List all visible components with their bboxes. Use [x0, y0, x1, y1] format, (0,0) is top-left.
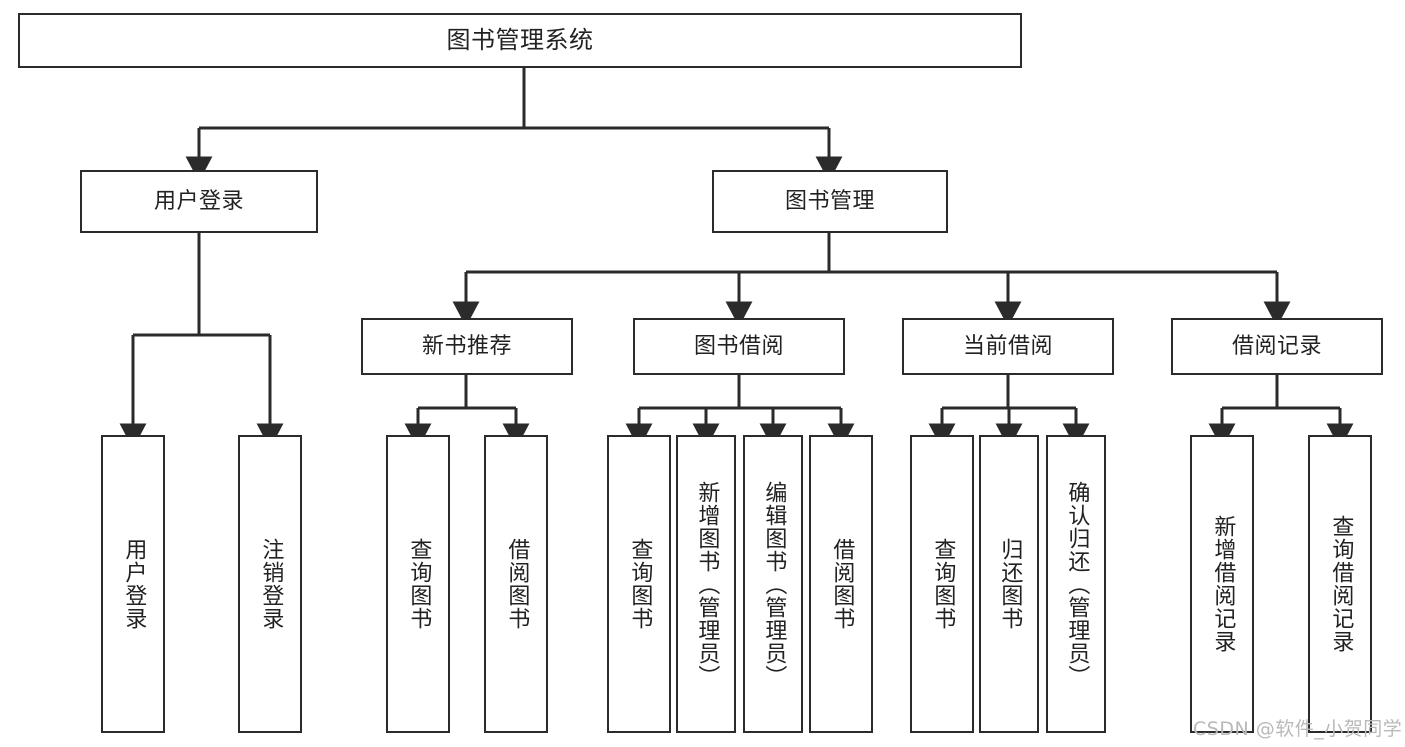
- node-label: 查询图书: [406, 538, 432, 630]
- node-label: 注销登录: [258, 538, 284, 630]
- node-leaf-return-books[interactable]: 归还图书: [979, 435, 1039, 733]
- node-label: 新增借阅记录: [1210, 515, 1236, 653]
- node-label: 新书推荐: [421, 333, 512, 359]
- node-user-login[interactable]: 用户登录: [80, 170, 318, 233]
- node-book-management[interactable]: 图书管理: [712, 170, 948, 233]
- node-label: 借阅记录: [1231, 333, 1322, 359]
- node-label: 编辑图书（管理员）: [761, 480, 787, 688]
- node-root-system[interactable]: 图书管理系统: [18, 13, 1022, 68]
- node-label: 借阅图书: [504, 538, 530, 630]
- node-leaf-add-book-admin[interactable]: 新增图书（管理员）: [676, 435, 736, 733]
- node-label: 查询图书: [627, 538, 653, 630]
- node-label: 图书管理: [784, 188, 875, 214]
- node-leaf-edit-book-admin[interactable]: 编辑图书（管理员）: [743, 435, 803, 733]
- edges-newbook-to-leaves: [404, 375, 530, 449]
- node-label: 图书管理系统: [446, 26, 594, 55]
- node-leaf-add-borrow-record[interactable]: 新增借阅记录: [1190, 435, 1254, 733]
- node-current-borrow[interactable]: 当前借阅: [902, 318, 1114, 375]
- node-leaf-user-login[interactable]: 用户登录: [101, 435, 165, 733]
- node-leaf-query-books-2[interactable]: 查询图书: [607, 435, 671, 733]
- node-leaf-query-books-3[interactable]: 查询图书: [910, 435, 974, 733]
- node-label: 用户登录: [153, 188, 244, 214]
- node-leaf-borrow-books-1[interactable]: 借阅图书: [484, 435, 548, 733]
- node-leaf-query-books-1[interactable]: 查询图书: [386, 435, 450, 733]
- node-leaf-logout[interactable]: 注销登录: [238, 435, 302, 733]
- edges-current-to-leaves: [928, 375, 1090, 449]
- node-label: 用户登录: [121, 538, 147, 630]
- node-borrow-records[interactable]: 借阅记录: [1171, 318, 1383, 375]
- node-leaf-confirm-return-admin[interactable]: 确认归还（管理员）: [1046, 435, 1106, 733]
- edges-records-to-leaves: [1208, 375, 1354, 449]
- node-label: 图书借阅: [693, 333, 784, 359]
- node-label: 确认归还（管理员）: [1064, 480, 1090, 688]
- edges-bookmgmt-to-level3: [452, 233, 1291, 327]
- node-label: 归还图书: [997, 538, 1023, 630]
- edges-borrow-to-leaves: [625, 375, 855, 449]
- edges-root-to-level2: [185, 68, 843, 182]
- node-label: 查询图书: [930, 538, 956, 630]
- node-leaf-query-borrow-record[interactable]: 查询借阅记录: [1308, 435, 1372, 733]
- node-label: 查询借阅记录: [1328, 515, 1354, 653]
- csdn-watermark: CSDN @软件_小贺同学: [1193, 718, 1403, 740]
- node-label: 借阅图书: [829, 538, 855, 630]
- edges-userlogin-to-leaves: [119, 233, 284, 449]
- node-new-book-recommend[interactable]: 新书推荐: [361, 318, 573, 375]
- node-leaf-borrow-books-2[interactable]: 借阅图书: [809, 435, 873, 733]
- node-label: 新增图书（管理员）: [694, 480, 720, 688]
- node-label: 当前借阅: [962, 333, 1053, 359]
- node-book-borrow[interactable]: 图书借阅: [633, 318, 845, 375]
